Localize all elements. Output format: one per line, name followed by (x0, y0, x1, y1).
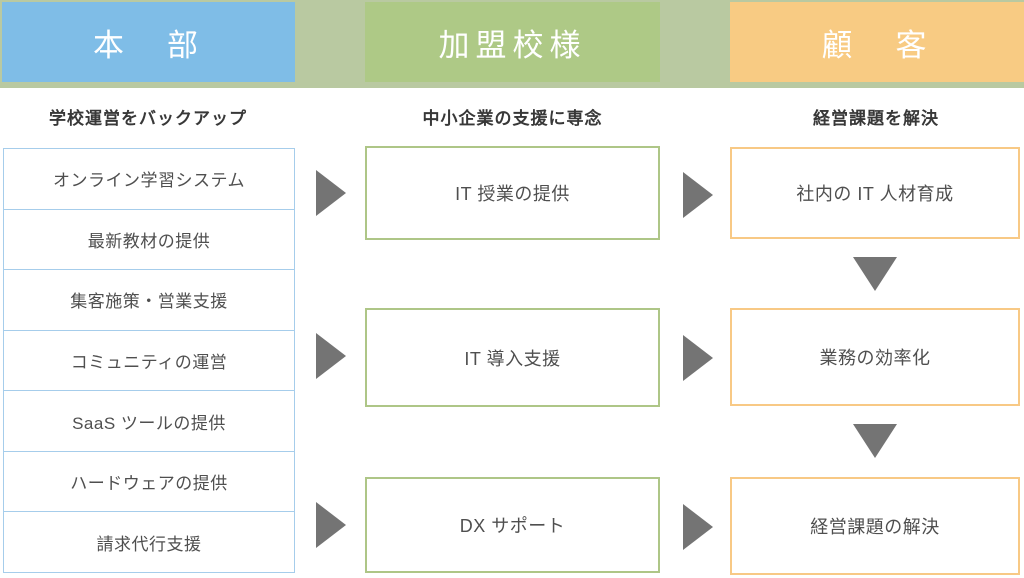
header-kamei: 加盟校様 (365, 2, 660, 82)
header-honbu: 本 部 (2, 2, 295, 82)
kokyaku-box-keiei: 経営課題の解決 (730, 477, 1020, 575)
honbu-service-list: オンライン学習システム 最新教材の提供 集客施策・営業支援 コミュニティの運営 … (3, 148, 295, 573)
subtitle-kamei: 中小企業の支援に専念 (422, 108, 603, 128)
kokyaku-box-it-jinzai: 社内の IT 人材育成 (730, 147, 1020, 239)
header-honbu-label: 本 部 (93, 27, 204, 63)
header-kamei-label: 加盟校様 (438, 27, 587, 63)
header-kokyaku: 顧 客 (730, 2, 1024, 82)
kamei-box-it-support: IT 導入支援 (365, 308, 660, 407)
kokyaku-box-gyomu: 業務の効率化 (730, 308, 1020, 406)
kamei-box-it-lesson: IT 授業の提供 (365, 146, 660, 240)
arrow-right-icon (316, 502, 346, 548)
arrow-down-icon (853, 424, 897, 458)
list-item: 最新教材の提供 (4, 210, 294, 271)
list-item: コミュニティの運営 (4, 331, 294, 392)
kamei-box-dx-support: DX サポート (365, 477, 660, 573)
arrow-right-icon (316, 170, 346, 216)
list-item: 集客施策・営業支援 (4, 270, 294, 331)
arrow-right-icon (683, 172, 713, 218)
arrow-right-icon (683, 335, 713, 381)
header-kokyaku-label: 顧 客 (821, 27, 933, 63)
list-item: SaaS ツールの提供 (4, 391, 294, 452)
list-item: ハードウェアの提供 (4, 452, 294, 513)
arrow-down-icon (853, 257, 897, 291)
list-item: 請求代行支援 (96, 534, 202, 554)
arrow-right-icon (316, 333, 346, 379)
arrow-right-icon (683, 504, 713, 550)
list-item: オンライン学習システム (4, 149, 294, 210)
subtitle-honbu: 学校運営をバックアップ (49, 108, 247, 128)
subtitle-kokyaku: 経営課題を解決 (813, 108, 939, 128)
